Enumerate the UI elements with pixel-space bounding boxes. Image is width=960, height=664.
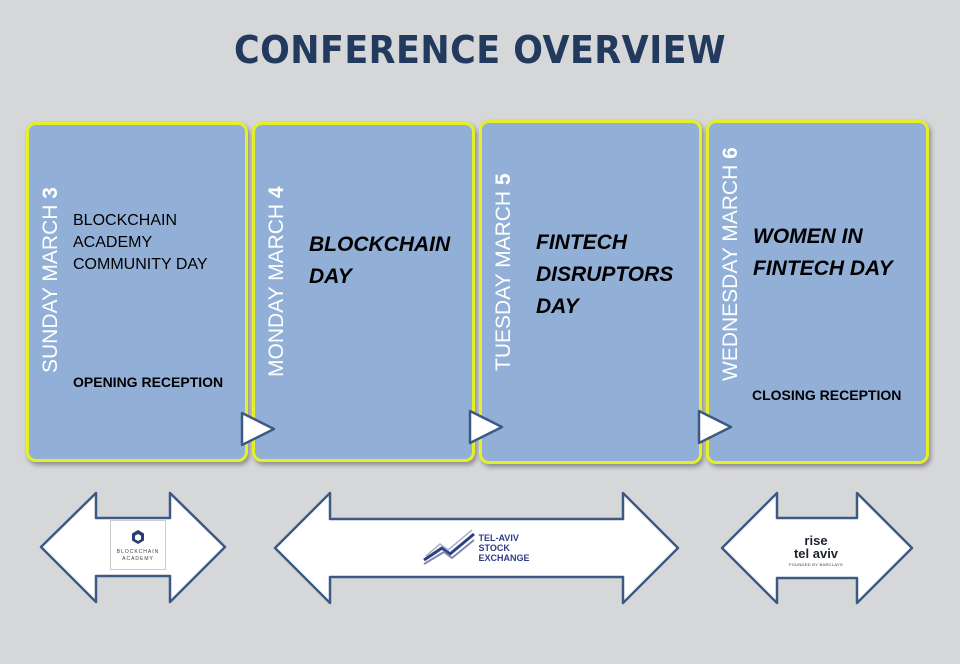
day-card-monday: MONDAY MARCH 4 BLOCKCHAIN DAY: [252, 122, 475, 462]
play-triangle-icon: [697, 409, 733, 445]
date-label-tuesday: TUESDAY MARCH 5: [492, 173, 515, 371]
blockchain-academy-logo: BLOCKCHAIN ACADEMY: [110, 520, 166, 570]
date-label-wednesday: WEDNESDAY MARCH 6: [719, 147, 742, 381]
play-triangle-icon: [240, 411, 276, 447]
date-label-sunday: SUNDAY MARCH 3: [39, 187, 62, 373]
tase-wave-icon: [423, 529, 476, 565]
day-title-sunday: BLOCKCHAIN ACADEMY COMMUNITY DAY: [73, 212, 208, 273]
day-title-tuesday: FINTECH DISRUPTORS DAY: [536, 231, 674, 318]
day-title-monday: BLOCKCHAIN DAY: [309, 233, 451, 288]
date-label-monday: MONDAY MARCH 4: [265, 186, 288, 377]
day-card-sunday: SUNDAY MARCH 3 BLOCKCHAIN ACADEMY COMMUN…: [26, 122, 248, 462]
play-triangle-icon: [468, 409, 504, 445]
double-arrow-icon: [720, 491, 914, 605]
tel-aviv-stock-exchange-logo: TEL-AVIV STOCK EXCHANGE: [414, 526, 538, 570]
slide-title: CONFERENCE OVERVIEW: [233, 28, 727, 72]
closing-reception-label: CLOSING RECEPTION: [752, 387, 902, 403]
day-card-wednesday: WEDNESDAY MARCH 6 WOMEN IN FINTECH DAY C…: [706, 120, 929, 464]
rise-tel-aviv-logo: rise tel aviv FOUNDED BY BARCLAYS: [788, 532, 843, 567]
hexagon-icon: [132, 529, 144, 544]
day-card-tuesday: TUESDAY MARCH 5 FINTECH DISRUPTORS DAY: [479, 120, 702, 464]
opening-reception-label: OPENING RECEPTION: [73, 374, 224, 390]
double-arrow-icon: [273, 491, 680, 605]
day-title-wednesday: WOMEN IN FINTECH DAY: [753, 225, 893, 280]
